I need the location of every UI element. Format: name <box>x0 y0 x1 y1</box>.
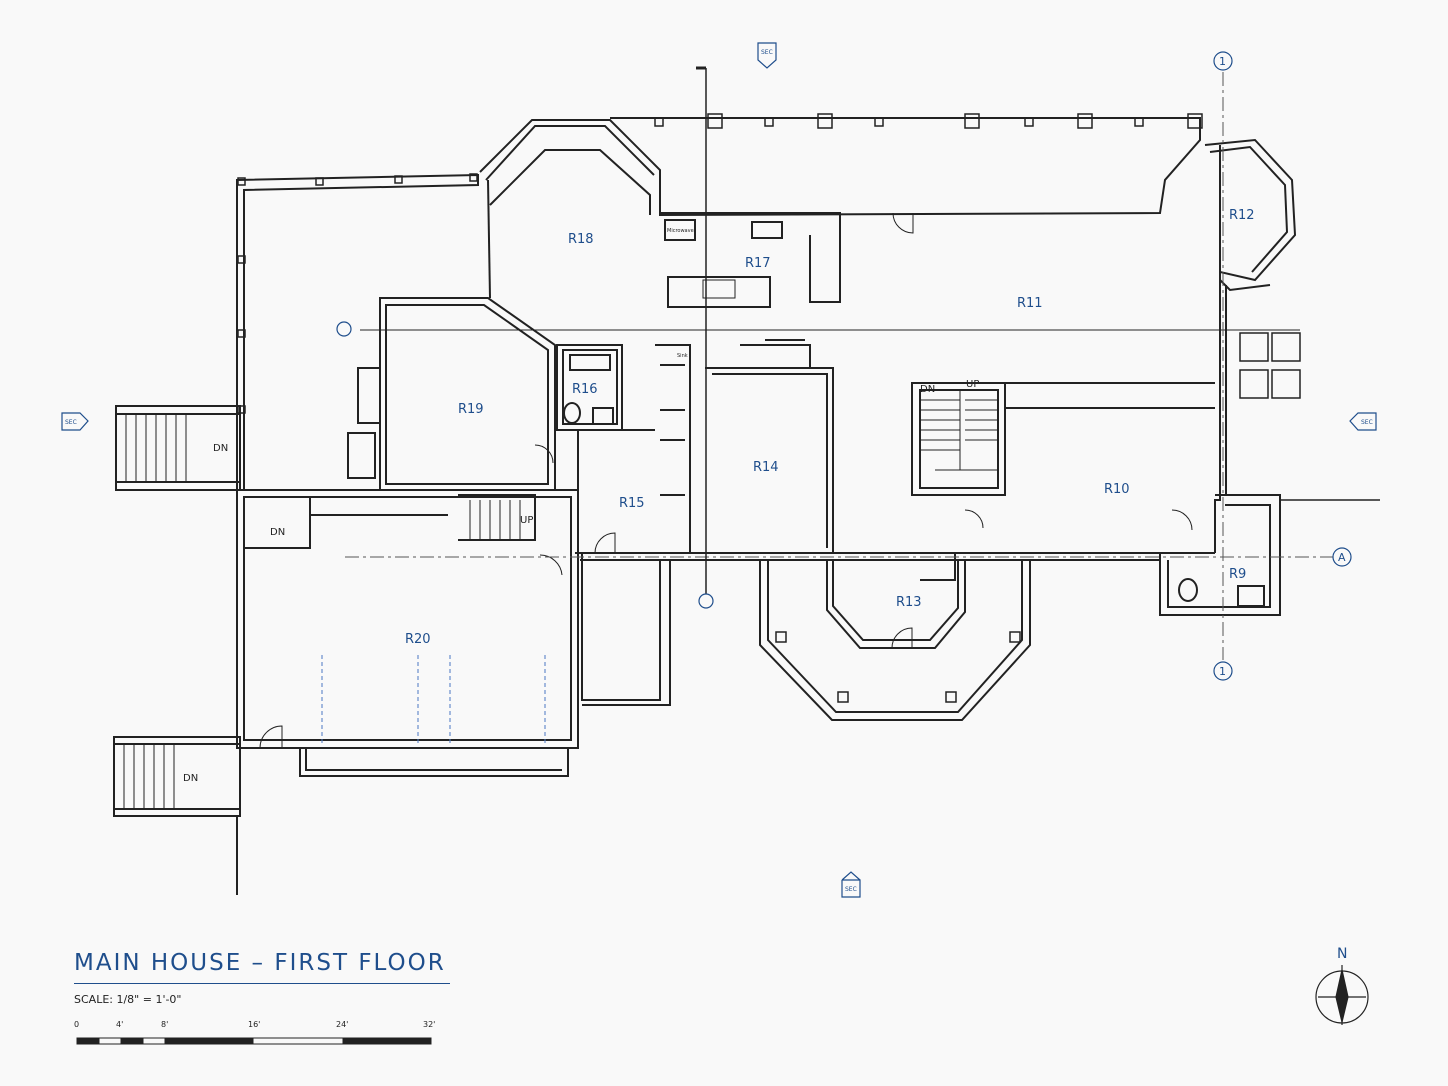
stair-note-up-garage: UP <box>520 515 533 526</box>
room-label-r15: R15 <box>619 496 645 511</box>
scale-tick-24: 24' <box>336 1020 349 1029</box>
grid-bubble-a: A <box>1338 551 1346 564</box>
title-underline <box>74 983 450 984</box>
grid-bubble-1-bottom: 1 <box>1219 665 1226 678</box>
wall-east <box>1214 272 1227 553</box>
room-label-r16: R16 <box>572 382 598 397</box>
scale-bar <box>76 1037 432 1045</box>
wall-r14 <box>705 339 834 553</box>
section-marker-south: SEC <box>845 886 857 893</box>
north-arrow-icon <box>1315 965 1369 1025</box>
scale-tick-16: 16' <box>248 1020 261 1029</box>
room-label-r10: R10 <box>1104 482 1130 497</box>
wall-north-wing <box>479 117 1201 217</box>
room-label-r18: R18 <box>568 232 594 247</box>
room-label-r9: R9 <box>1229 567 1246 582</box>
north-label: N <box>1337 946 1348 962</box>
wall-west-porch <box>236 173 479 491</box>
room-label-r13: R13 <box>896 595 922 610</box>
scale-label: SCALE: 1/8" = 1'-0" <box>74 993 182 1006</box>
section-marker-east: SEC <box>1361 419 1373 426</box>
scale-tick-0: 0 <box>74 1020 80 1029</box>
stair-note-dn-east: DN <box>920 384 935 395</box>
section-marker-north: SEC <box>761 49 773 56</box>
wall-r9 <box>1159 494 1281 616</box>
room-label-r19: R19 <box>458 402 484 417</box>
stair-note-dn-west: DN <box>213 443 228 454</box>
scale-tick-32: 32' <box>423 1020 436 1029</box>
room-label-r17: R17 <box>745 256 771 271</box>
room-label-r12: R12 <box>1229 208 1255 223</box>
grid-bubble-1-top: 1 <box>1219 55 1226 68</box>
stair-note-dn-garage: DN <box>270 527 285 538</box>
microwave-label: Microwave <box>667 228 694 234</box>
room-label-r20: R20 <box>405 632 431 647</box>
scale-tick-4: 4' <box>116 1020 124 1029</box>
wall-north-inner <box>485 125 655 215</box>
room-label-r14: R14 <box>753 460 779 475</box>
wall-r19 <box>379 297 556 491</box>
scale-tick-8: 8' <box>161 1020 169 1029</box>
stair-note-dn-south: DN <box>183 773 198 784</box>
stair-note-up-east: UP <box>966 379 979 390</box>
wall-r20 <box>236 489 579 749</box>
drawing-title: MAIN HOUSE – FIRST FLOOR <box>74 950 446 976</box>
wall-south-east <box>575 552 1215 561</box>
room-label-r11: R11 <box>1017 296 1043 311</box>
section-marker-west: SEC <box>65 419 77 426</box>
wall-r13 <box>826 560 966 649</box>
sink-label: Sink <box>677 353 688 359</box>
